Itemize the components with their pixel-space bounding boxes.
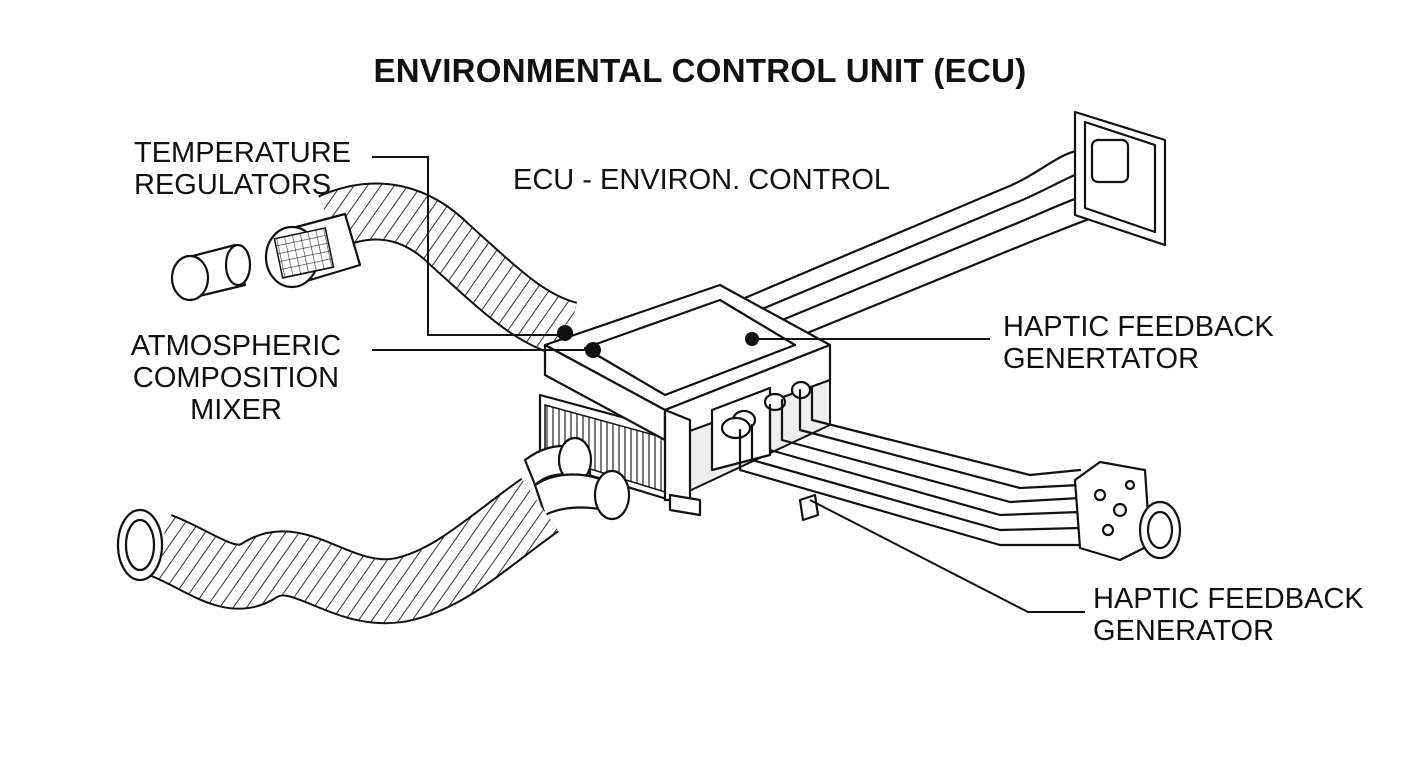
filter-cylinder bbox=[264, 212, 362, 289]
lower-right-pipes bbox=[738, 386, 1082, 547]
label-subtitle: ECU - ENVIRON. CONTROL bbox=[513, 164, 891, 196]
small-cap bbox=[170, 243, 252, 302]
connector-ports bbox=[710, 380, 812, 472]
diagram-title: ENVIRONMENTAL CONTROL UNIT (ECU) bbox=[373, 52, 1027, 89]
ecu-main-box bbox=[543, 283, 832, 517]
leader-temperature-regulators bbox=[372, 156, 565, 336]
label-haptic-feedback-generator-upper: HAPTIC FEEDBACK GENERTATOR bbox=[1003, 311, 1274, 375]
callout-dot-temperature bbox=[557, 325, 573, 341]
actuator-valve bbox=[1073, 460, 1182, 562]
label-temperature-regulators: TEMPERATURE REGULATORS bbox=[134, 137, 351, 201]
callout-dot-mixer bbox=[585, 342, 601, 358]
leader-lines bbox=[372, 156, 1085, 613]
label-haptic-feedback-generator-lower: HAPTIC FEEDBACK GENERATOR bbox=[1093, 583, 1364, 647]
leader-haptic-lower bbox=[809, 499, 1085, 613]
lower-elbows bbox=[523, 436, 631, 521]
lower-corrugated-hose bbox=[116, 477, 560, 625]
upper-corrugated-hose bbox=[318, 182, 579, 359]
wall-mount-plate bbox=[1073, 110, 1167, 247]
callout-dot-haptic bbox=[745, 332, 759, 346]
label-atmospheric-composition-mixer: ATMOSPHERIC COMPOSITION MIXER bbox=[130, 330, 342, 426]
